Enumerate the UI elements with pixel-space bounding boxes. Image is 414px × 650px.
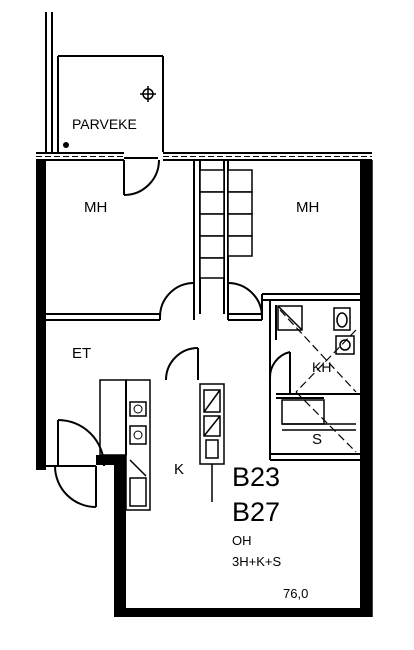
room-label-sauna: S (312, 431, 322, 448)
bedroom-door-left (159, 282, 195, 320)
room-label-kitchen: K (174, 461, 184, 478)
kitchen-counter-left (99, 379, 151, 511)
bathroom-fixtures (277, 305, 356, 431)
room-label-bedroom-left: MH (84, 199, 107, 216)
balcony (45, 12, 164, 152)
bedroom-door-right (227, 282, 263, 320)
kitchen-door (165, 347, 199, 381)
wardrobe-left (199, 169, 225, 279)
apartment-code-2: B27 (232, 497, 280, 527)
balcony-door (123, 157, 160, 196)
wardrobe-right (227, 169, 253, 257)
layout-type: 3H+K+S (232, 554, 281, 569)
north-wall (36, 152, 372, 161)
room-label-entry: ET (72, 345, 91, 362)
room-label-bathroom: KH (312, 359, 331, 375)
balcony-drain-dot (63, 142, 69, 148)
kitchen-counter-right (199, 383, 225, 502)
room-label-bedroom-right: MH (296, 199, 319, 216)
bathroom-door (268, 351, 291, 395)
entry-door (44, 419, 105, 508)
room-label-balcony: PARVEKE (72, 116, 137, 132)
balcony-crosshair-icon (140, 86, 156, 102)
shower-diagonal (279, 309, 357, 453)
exterior-walls (36, 160, 372, 617)
apartment-code-1: B23 (232, 462, 280, 492)
floor-code: OH (232, 533, 252, 548)
stove-burners-icon (133, 404, 143, 440)
apartment-area: 76,0 (283, 586, 308, 601)
